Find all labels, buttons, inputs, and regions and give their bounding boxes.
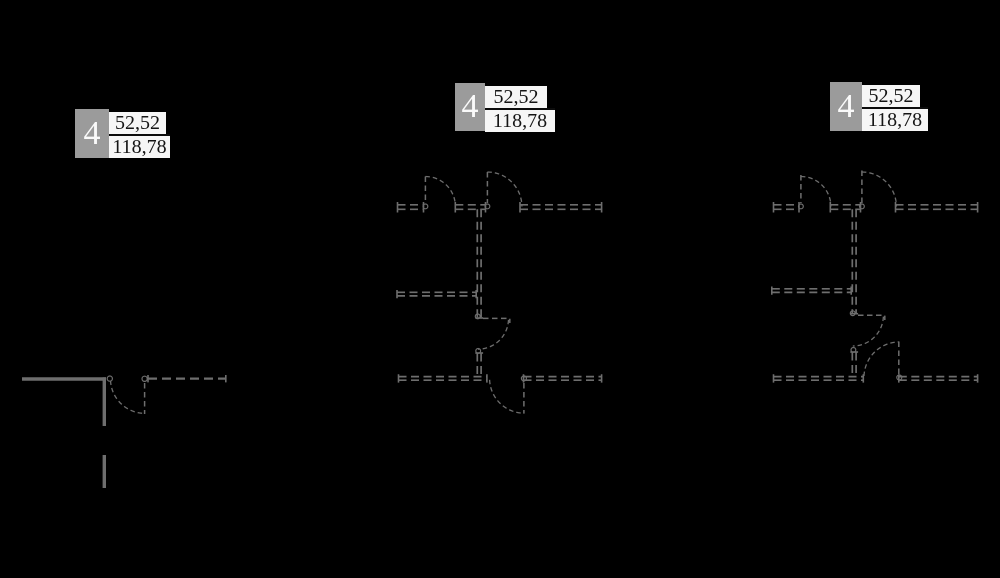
door-swing-arc: [487, 171, 523, 207]
wall-end-ticks: [147, 375, 227, 383]
marker-number: 4: [455, 83, 485, 131]
marker-values: 52,52 118,78: [862, 85, 928, 131]
door-hinge-circle: [797, 203, 804, 210]
marker-values: 52,52 118,78: [485, 86, 555, 132]
interior-wall-vertical: [476, 209, 482, 318]
marker-value-bottom: 118,78: [862, 107, 928, 131]
door-swing-arc: [488, 379, 524, 414]
bottom-wall-jamb-ticks: [772, 374, 979, 383]
interior-wall-stub: [851, 352, 857, 376]
door-hinge-circle: [896, 374, 903, 381]
top-wall-jamb-ticks: [772, 202, 979, 213]
unit-marker-center[interactable]: 4 52,52 118,78: [455, 83, 555, 132]
plan-fragment-right: [771, 170, 979, 383]
bottom-wall-lines: [398, 375, 602, 382]
unit-marker-left[interactable]: 4 52,52 118,78: [75, 109, 170, 158]
marker-value-top: 52,52: [485, 86, 547, 108]
door-hinge-circle: [858, 203, 865, 210]
marker-number: 4: [75, 109, 109, 158]
unit-marker-right[interactable]: 4 52,52 118,78: [830, 82, 928, 131]
wall-end-ticks: [771, 286, 852, 295]
door-hinge-circle: [474, 313, 481, 320]
door-swing-arc: [800, 175, 832, 207]
bottom-wall-jamb-ticks: [397, 374, 603, 383]
marker-value-bottom: 118,78: [109, 134, 170, 158]
door-hinge-circle: [141, 375, 148, 382]
marker-value-top: 52,52: [109, 112, 166, 134]
door-swing-arc: [109, 380, 145, 415]
plan-fragment-center: [396, 171, 603, 414]
marker-number: 4: [830, 82, 862, 131]
door-leaf: [858, 314, 886, 320]
door-hinge-circle: [520, 375, 528, 382]
interior-wall-horizontal: [771, 287, 852, 294]
interior-wall-vertical: [851, 209, 857, 314]
door-swing-arc: [863, 341, 899, 377]
door-hinge-circle: [422, 203, 429, 210]
door-hinge-circle: [849, 310, 856, 317]
bottom-wall-lines: [773, 375, 978, 382]
door-swing-arc: [425, 175, 457, 207]
door-leaf: [483, 317, 511, 323]
door-jamb-circle: [106, 375, 114, 382]
interior-wall-stub: [476, 353, 482, 376]
interior-wall-horizontal: [397, 291, 477, 297]
door-swing-arc: [852, 316, 885, 347]
door-swing-arc: [477, 319, 510, 350]
marker-values: 52,52 118,78: [109, 112, 170, 158]
marker-value-top: 52,52: [862, 85, 920, 107]
plan-fragment-left: [22, 375, 227, 488]
marker-value-bottom: 118,78: [485, 108, 555, 132]
wall-end-ticks: [396, 290, 477, 299]
door-hinge-circle: [484, 203, 491, 210]
door-swing-arc: [861, 171, 898, 207]
